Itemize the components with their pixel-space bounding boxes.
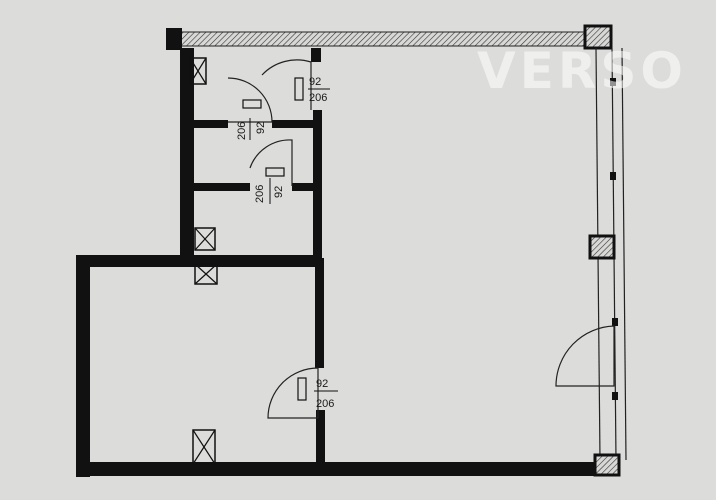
column-mid-right [588, 234, 616, 260]
svg-text:92: 92 [273, 186, 285, 198]
svg-text:92: 92 [309, 76, 321, 88]
svg-text:206: 206 [236, 122, 248, 140]
partition-2 [192, 183, 250, 191]
door-label-mid1-width: 92 [255, 122, 267, 134]
wall-middle [76, 255, 316, 267]
door-swing-bottom [267, 367, 319, 419]
svg-text:92: 92 [316, 378, 328, 390]
partition-1 [190, 120, 228, 128]
facade-mullion-2 [610, 172, 616, 180]
door-label-bottom: 92 206 [314, 378, 338, 410]
door-swing-mid1 [227, 77, 273, 123]
door-tag-mid2 [265, 167, 285, 177]
vent-shaft-lower [194, 263, 218, 285]
svg-text:206: 206 [316, 398, 334, 410]
column-top-left [166, 28, 182, 50]
vent-shaft-top [189, 57, 207, 85]
vent-shaft-mid [194, 227, 216, 251]
door-tag-top [294, 77, 304, 101]
door-tag-mid1 [242, 99, 262, 109]
wall-left-upper [180, 48, 194, 258]
facade-mullion-1 [610, 78, 616, 86]
door-swing-mid2 [249, 139, 293, 186]
wall-divider-top [311, 48, 321, 62]
column-bottom-right [593, 453, 621, 477]
door-label-top: 92 206 [308, 76, 330, 104]
column-top-right [583, 24, 613, 50]
svg-text:92: 92 [255, 122, 267, 134]
wall-divider-upper [313, 110, 322, 260]
partition-1b [272, 120, 316, 128]
svg-text:206: 206 [254, 185, 266, 203]
door-label-mid2-width: 92 [273, 186, 285, 198]
wall-divider-lower [315, 258, 324, 368]
facade-line-3 [621, 47, 627, 461]
partition-2b [292, 183, 316, 191]
wall-bottom [76, 462, 606, 476]
door-label-mid1: 206 [236, 122, 248, 140]
door-tag-bottom [297, 377, 307, 401]
door-swing-entrance [555, 325, 615, 387]
watermark-logo: VERSO [477, 42, 687, 100]
door-label-mid2: 206 [254, 185, 266, 203]
door-swing-top [261, 59, 312, 110]
svg-text:206: 206 [309, 92, 327, 104]
facade-mullion-4 [612, 392, 618, 400]
vent-shaft-bottom [192, 429, 216, 465]
wall-left-lower [76, 255, 90, 477]
wall-divider-bottom [316, 410, 325, 465]
facade-mullion-3 [612, 318, 618, 326]
